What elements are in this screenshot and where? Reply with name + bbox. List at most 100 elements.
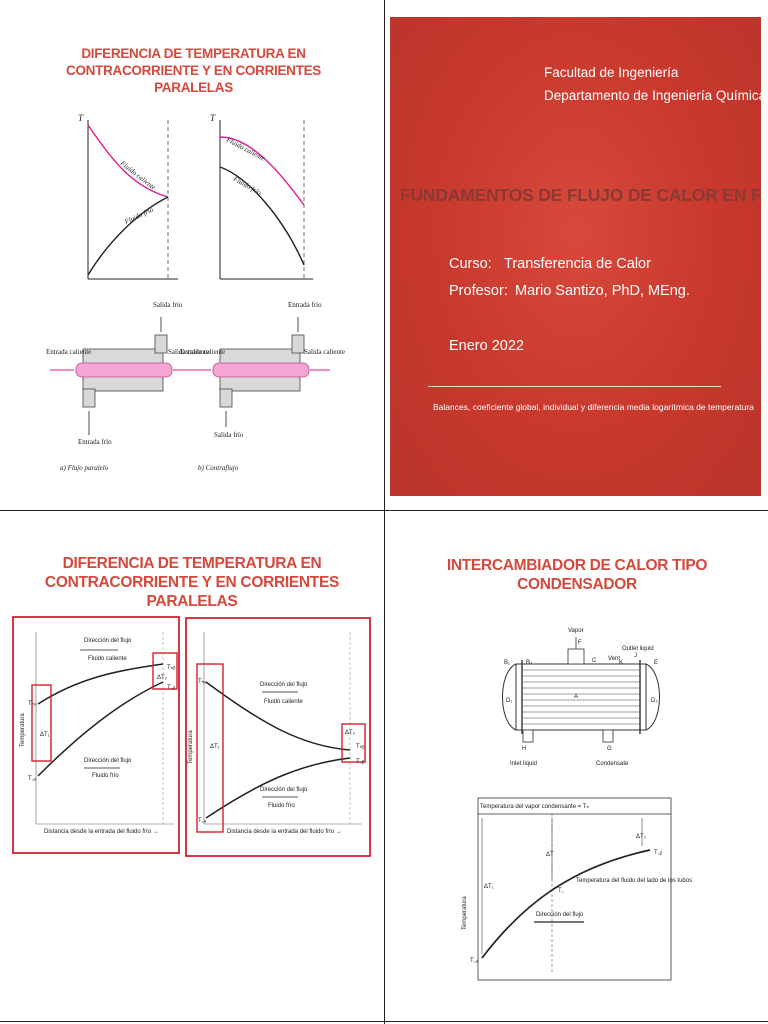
hot-fluid-label: Fluido caliente	[118, 159, 157, 192]
t-ca: T꜀ₐ	[28, 776, 37, 782]
t-cb: T꜀ᵦ	[167, 685, 176, 691]
label-d2: D₂	[651, 698, 658, 704]
label-salida-frio: Salida frío	[214, 431, 244, 439]
label-salida-caliente: Salida caliente	[168, 348, 209, 356]
hot-name: Fluido caliente	[88, 656, 127, 662]
dt1: ΔT₁	[484, 884, 494, 890]
slide-title-card: Facultad de Ingeniería Departamento de I…	[390, 17, 761, 496]
label-j: J	[634, 653, 637, 659]
label-d1: D₁	[506, 698, 512, 704]
t-hb: Tₕᵦ	[167, 665, 176, 671]
left-frame	[12, 616, 180, 854]
hot-curve	[37, 663, 164, 705]
label-vapor: Vapor	[568, 628, 584, 634]
label-outlet: Outlet liquid	[622, 646, 654, 652]
exchanger-counterflow: Entrada frío Entrada caliente Salida cal…	[180, 301, 345, 472]
xlabel: Distancia desde la entrada del fluido fr…	[227, 829, 342, 835]
t-c: T꜀	[558, 888, 564, 894]
right-frame	[185, 617, 371, 857]
cold-curve	[205, 757, 351, 819]
top-label: Temperatura del vapor condensante = Tₕ	[480, 804, 589, 810]
slide1-diagram: T Fluido caliente Fluido frío T Fluido c…	[46, 113, 345, 472]
condenser-drawing: Vapor Outlet liquid Vent Inlet liquid Co…	[502, 628, 660, 767]
label-entrada-frio: Entrada frío	[288, 301, 322, 309]
label-b1: B₁	[504, 660, 510, 666]
slide-parallel-counterflow-2: DIFERENCIA DE TEMPERATURA EN CONTRACORRI…	[0, 512, 384, 1020]
tube-fluid-label: Temperatura del fluido del lado de los t…	[576, 878, 692, 884]
t-ha: Tₕₐ	[198, 679, 207, 685]
faculty-label: Facultad de Ingeniería	[544, 65, 679, 80]
hot-direction: Dirección del flujo	[84, 638, 132, 644]
label-salida-frio: Salida frío	[153, 301, 183, 309]
dt1: ΔT₁	[210, 744, 220, 750]
flow-direction: Dirección del flujo	[536, 912, 584, 918]
label-g: G	[607, 746, 612, 752]
slide3-charts: Temperatura Distancia desde la entrada d…	[12, 616, 371, 857]
slide-title: DIFERENCIA DE TEMPERATURA EN CONTRACORRI…	[66, 46, 321, 95]
dt2: ΔT₂	[345, 730, 356, 736]
label-h: H	[522, 746, 526, 752]
hot-direction: Dirección del flujo	[260, 682, 308, 688]
t-cb: T꜀ᵦ	[654, 850, 663, 856]
slide-parallel-counterflow-1: DIFERENCIA DE TEMPERATURA EN CONTRACORRI…	[8, 17, 379, 496]
graph-parallel-flow: T Fluido caliente Fluido frío	[78, 113, 178, 280]
condenser-temperature-chart: Temperatura del vapor condensante = Tₕ T…	[462, 797, 692, 981]
label-e: E	[654, 660, 658, 666]
slide-title: DIFERENCIA DE TEMPERATURA EN CONTRACORRI…	[44, 555, 340, 610]
cold-name: Fluido frío	[92, 773, 119, 779]
label-entrada-caliente: Entrada caliente	[180, 348, 225, 356]
label-condensate: Condensate	[596, 761, 629, 767]
t-hb: Tₕᵦ	[356, 744, 365, 750]
ylabel: Temperatura	[462, 896, 468, 930]
label-entrada-frio: Entrada frío	[78, 438, 112, 446]
graph-counterflow: T Fluido caliente Fluido frío	[210, 113, 313, 280]
t-cb: T꜀ᵦ	[356, 759, 365, 765]
slide-condenser-exchanger: INTERCAMBIADOR DE CALOR TIPO CONDENSADOR…	[386, 512, 768, 1020]
professor-value: Mario Santizo, PhD, MEng.	[515, 283, 690, 299]
t-ca: T꜀ₐ	[470, 958, 479, 964]
cold-curve	[87, 196, 169, 276]
department-label: Departamento de Ingeniería Química	[544, 88, 761, 103]
dt2: ΔT₂	[636, 834, 647, 840]
axis-t-label: T	[210, 113, 216, 123]
label-b2: B₂	[526, 660, 533, 666]
cold-direction: Dirección del flujo	[84, 758, 132, 764]
dt2: ΔT₂	[157, 675, 168, 681]
ylabel: Temperatura	[188, 730, 194, 764]
cold-direction: Dirección del flujo	[260, 787, 308, 793]
course-label: Curso:	[449, 256, 492, 272]
t-ha: Tₕₐ	[28, 701, 37, 707]
date-label: Enero 2022	[449, 338, 524, 354]
cold-fluid-label: Fluido frío	[231, 174, 263, 197]
label-inlet: Inlet liquid	[510, 761, 537, 767]
grid-line-bottom	[0, 1021, 768, 1022]
cold-curve	[37, 681, 164, 777]
label-f: F	[578, 640, 582, 646]
xlabel: Distancia desde la entrada del fluido fr…	[44, 829, 159, 835]
tube-fluid-curve	[481, 849, 651, 959]
dt1: ΔT₁	[40, 732, 50, 738]
axis-t-label: T	[78, 113, 84, 123]
caption-counterflow: b) Contraflujo	[198, 464, 239, 472]
course-value: Transferencia de Calor	[504, 256, 651, 272]
label-salida-caliente: Salida caliente	[304, 348, 345, 356]
main-heading: FUNDAMENTOS DE FLUJO DE CALOR EN FLUIDOS	[400, 185, 761, 205]
hot-curve	[205, 681, 351, 751]
label-entrada-caliente: Entrada caliente	[46, 348, 91, 356]
cold-curve	[219, 166, 305, 266]
cold-fluid-label: Fluido frío	[123, 205, 155, 226]
slide-title: INTERCAMBIADOR DE CALOR TIPO CONDENSADOR	[446, 557, 708, 593]
ylabel: Temperatura	[20, 713, 26, 747]
exchanger-parallel: Salida frío Entrada caliente Salida cali…	[46, 301, 209, 472]
hot-fluid-label: Fluido caliente	[224, 135, 266, 163]
professor-label: Profesor:	[449, 283, 508, 299]
hot-name: Fluido caliente	[264, 699, 303, 705]
label-k: K	[619, 660, 623, 666]
caption-parallel: a) Flujo paralelo	[60, 464, 109, 472]
grid-line-vertical	[384, 0, 385, 1024]
cold-name: Fluido frío	[268, 803, 295, 809]
slide4-diagrams: Vapor Outlet liquid Vent Inlet liquid Co…	[462, 628, 692, 981]
t-ca: T꜀ₐ	[198, 818, 207, 824]
dt: ΔT	[546, 852, 554, 858]
subtitle: Balances, coeficiente global, individual…	[433, 402, 754, 412]
